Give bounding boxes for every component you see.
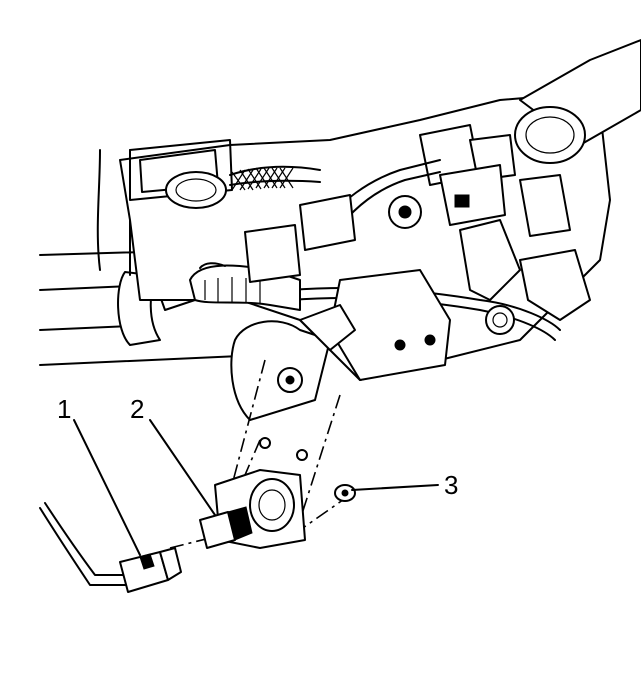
leader-line-1 bbox=[73, 419, 141, 556]
top-connectors bbox=[419, 124, 571, 237]
callout-3: 3 bbox=[444, 470, 459, 500]
lower-bracket bbox=[230, 304, 356, 421]
callout-2: 2 bbox=[130, 394, 145, 424]
central-mechanism bbox=[299, 194, 591, 381]
upper-shaft bbox=[514, 39, 641, 164]
mounting-screw bbox=[334, 484, 356, 502]
leader-line-2 bbox=[149, 419, 216, 516]
leader-line-3 bbox=[351, 484, 439, 491]
tilt-position-sensor bbox=[199, 437, 308, 549]
harness-connector bbox=[39, 502, 182, 593]
leader-lines bbox=[73, 419, 439, 556]
callout-1: 1 bbox=[57, 394, 72, 424]
